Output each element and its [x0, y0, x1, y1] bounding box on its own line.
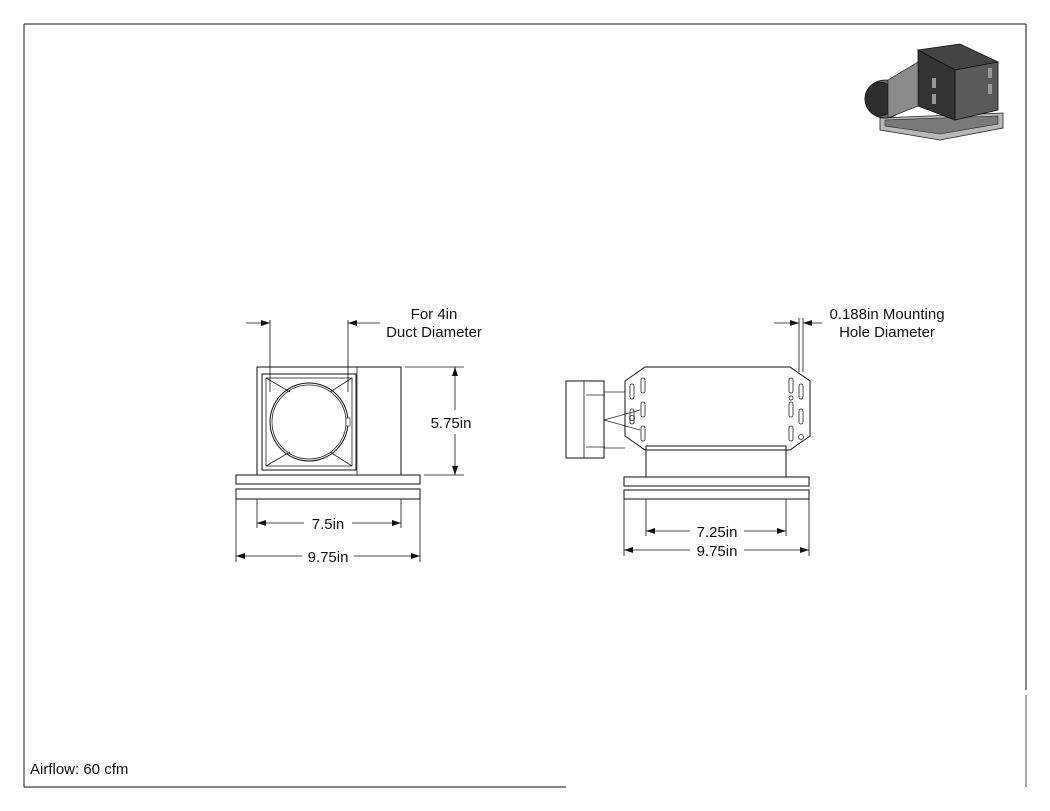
- duct-label-line2: Duct Diameter: [386, 324, 482, 341]
- airflow-label: Airflow: 60 cfm: [30, 761, 129, 778]
- front-housing: [256, 366, 402, 476]
- side-housing: [645, 445, 787, 478]
- side-flange-top: [623, 476, 810, 487]
- front-inner-width-label: 7.5in: [312, 516, 345, 533]
- mounting-bracket: [624, 366, 811, 451]
- front-flange-top: [235, 474, 421, 485]
- side-outer-width-label: 9.75in: [697, 543, 738, 560]
- duct-label-line1: For 4in: [411, 306, 458, 323]
- dim-duct-diameter: [246, 320, 380, 392]
- dim-front-outer-width: [235, 499, 421, 562]
- hole-label-line2: Hole Diameter: [839, 324, 935, 341]
- side-flange-bottom: [623, 489, 810, 500]
- dim-side-outer-width: [623, 499, 810, 556]
- duct-opening: [269, 382, 349, 462]
- front-view: [235, 366, 421, 500]
- dim-side-inner-width: [645, 499, 787, 536]
- side-duct-collar: [565, 380, 605, 459]
- side-view: [565, 366, 811, 500]
- dim-mounting-hole: [774, 318, 822, 372]
- dim-front-height: [405, 366, 464, 476]
- isometric-thumbnail: [864, 43, 1004, 141]
- sheet-border: [23, 23, 1027, 788]
- dim-front-inner-width: [256, 499, 402, 528]
- front-height-label: 5.75in: [431, 415, 472, 432]
- front-outer-width-label: 9.75in: [308, 549, 349, 566]
- hole-label-line1: 0.188in Mounting: [829, 306, 944, 323]
- duct-collar-outer: [261, 373, 357, 471]
- front-flange-bottom: [235, 488, 421, 500]
- side-inner-width-label: 7.25in: [697, 524, 738, 541]
